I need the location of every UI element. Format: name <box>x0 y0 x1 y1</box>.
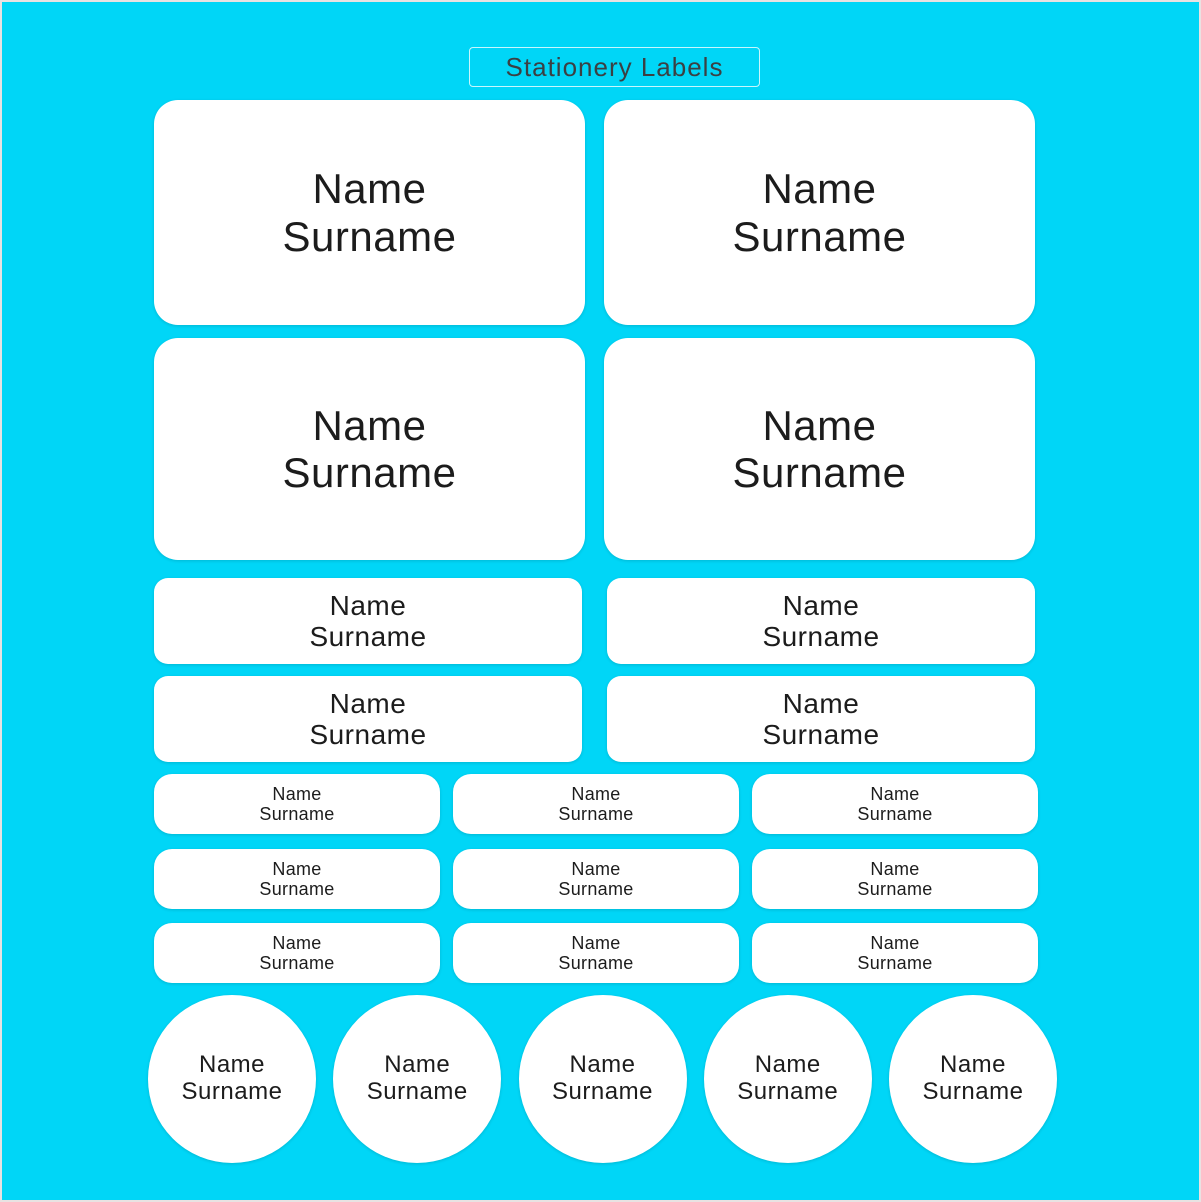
label-name-line: Name <box>870 932 920 953</box>
label-small[interactable]: Name Surname <box>752 774 1038 834</box>
label-surname-line: Surname <box>737 1078 839 1105</box>
label-medium[interactable]: Name Surname <box>154 578 582 664</box>
label-round[interactable]: Name Surname <box>889 995 1057 1163</box>
label-small[interactable]: Name Surname <box>453 774 739 834</box>
label-name-line: Name <box>312 401 427 449</box>
label-surname-line: Surname <box>259 879 335 899</box>
label-surname-line: Surname <box>259 953 335 973</box>
label-row-small-1: Name Surname Name Surname Name Surname <box>154 774 1038 834</box>
label-name-line: Name <box>198 1051 266 1079</box>
title-box[interactable]: Stationery Labels <box>469 47 760 87</box>
label-surname-line: Surname <box>732 449 907 496</box>
label-name-line: Name <box>272 783 322 804</box>
label-surname-line: Surname <box>762 719 880 750</box>
label-large[interactable]: Name Surname <box>604 100 1035 325</box>
label-large[interactable]: Name Surname <box>154 100 585 325</box>
label-round[interactable]: Name Surname <box>703 995 872 1163</box>
label-surname-line: Surname <box>366 1078 468 1105</box>
label-surname-line: Surname <box>762 621 880 652</box>
label-small[interactable]: Name Surname <box>453 923 739 983</box>
label-surname-line: Surname <box>857 953 933 973</box>
label-row-small-2: Name Surname Name Surname Name Surname <box>154 849 1038 909</box>
label-surname-line: Surname <box>282 212 457 260</box>
label-row-medium-2: Name Surname Name Surname <box>154 676 1035 762</box>
label-surname-line: Surname <box>552 1078 653 1105</box>
label-name-line: Name <box>939 1051 1007 1079</box>
label-small[interactable]: Name Surname <box>752 849 1038 909</box>
label-name-line: Name <box>329 687 407 719</box>
label-surname-line: Surname <box>732 212 907 260</box>
label-small[interactable]: Name Surname <box>154 774 440 834</box>
label-name-line: Name <box>870 783 920 804</box>
label-name-line: Name <box>272 858 322 879</box>
label-round[interactable]: Name Surname <box>518 995 687 1163</box>
label-medium[interactable]: Name Surname <box>607 578 1035 664</box>
label-small[interactable]: Name Surname <box>453 849 739 909</box>
label-large[interactable]: Name Surname <box>604 338 1035 560</box>
label-name-line: Name <box>782 687 860 719</box>
label-surname-line: Surname <box>282 449 457 496</box>
label-round[interactable]: Name Surname <box>333 995 502 1163</box>
label-surname-line: Surname <box>309 719 427 750</box>
label-surname-line: Surname <box>309 621 427 652</box>
label-surname-line: Surname <box>558 953 634 973</box>
label-surname-line: Surname <box>558 879 634 899</box>
label-name-line: Name <box>762 401 877 449</box>
label-surname-line: Surname <box>857 879 933 899</box>
label-name-line: Name <box>329 589 407 621</box>
label-large[interactable]: Name Surname <box>154 338 585 560</box>
label-medium[interactable]: Name Surname <box>154 676 582 762</box>
label-name-line: Name <box>754 1051 821 1079</box>
label-small[interactable]: Name Surname <box>752 923 1038 983</box>
label-small[interactable]: Name Surname <box>154 923 440 983</box>
label-row-medium-1: Name Surname Name Surname <box>154 578 1035 664</box>
label-name-line: Name <box>312 165 427 213</box>
label-name-line: Name <box>571 858 621 879</box>
label-surname-line: Surname <box>259 804 335 824</box>
label-row-round: Name Surname Name Surname Name Surname N… <box>148 995 1057 1163</box>
label-name-line: Name <box>870 858 920 879</box>
label-surname-line: Surname <box>558 804 634 824</box>
label-name-line: Name <box>569 1051 636 1079</box>
label-surname-line: Surname <box>922 1078 1024 1105</box>
label-small[interactable]: Name Surname <box>154 849 440 909</box>
label-surname-line: Surname <box>857 804 933 824</box>
label-name-line: Name <box>762 165 877 213</box>
label-name-line: Name <box>384 1051 451 1079</box>
label-name-line: Name <box>571 932 621 953</box>
label-medium[interactable]: Name Surname <box>607 676 1035 762</box>
label-row-large-2: Name Surname Name Surname <box>154 338 1035 560</box>
label-name-line: Name <box>272 932 322 953</box>
label-name-line: Name <box>782 589 860 621</box>
label-row-small-3: Name Surname Name Surname Name Surname <box>154 923 1038 983</box>
label-row-large-1: Name Surname Name Surname <box>154 100 1035 325</box>
page-title: Stationery Labels <box>505 51 724 82</box>
label-round[interactable]: Name Surname <box>148 995 316 1163</box>
label-surname-line: Surname <box>181 1078 283 1105</box>
label-name-line: Name <box>571 783 621 804</box>
